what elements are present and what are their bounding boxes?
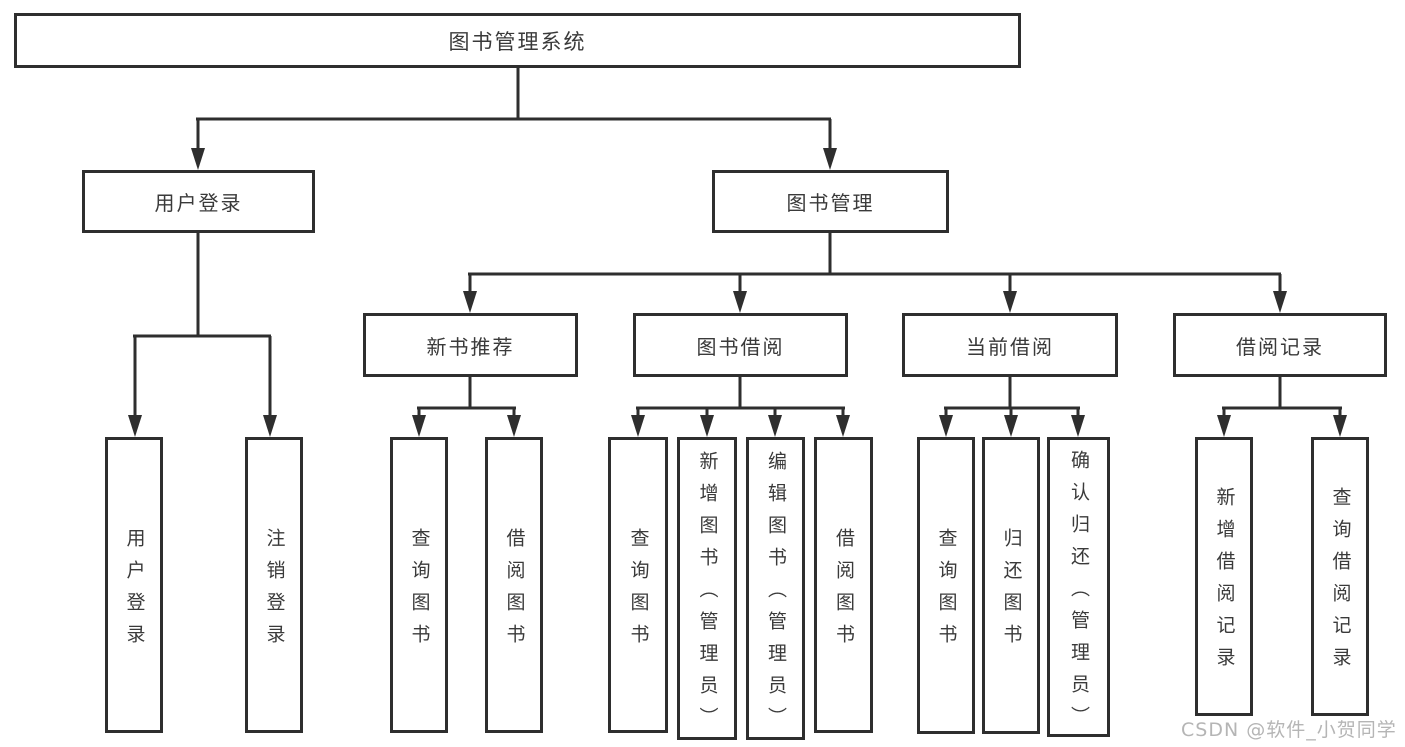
leaf-borrow-books: 借阅图书 — [814, 437, 873, 733]
leaf-edit-books-admin: 编辑图书（管理员） — [746, 437, 805, 740]
leaf-confirm-return-admin: 确认归还（管理员） — [1047, 437, 1110, 738]
leaf-query-books-current: 查询图书 — [917, 437, 975, 734]
leaf-query-books-borrow-label: 查询图书 — [627, 527, 650, 656]
leaf-query-books-recommend-label: 查询图书 — [408, 527, 431, 656]
leaf-query-borrow-record: 查询借阅记录 — [1311, 437, 1369, 716]
leaf-add-borrow-record: 新增借阅记录 — [1195, 437, 1253, 716]
csdn-watermark: CSDN @软件_小贺同学 — [1181, 719, 1397, 741]
leaf-logout-label: 注销登录 — [263, 527, 286, 656]
node-user-login-label: 用户登录 — [154, 191, 243, 215]
leaf-add-books-admin-label: 新增图书（管理员） — [696, 451, 719, 739]
node-new-book-recommend: 新书推荐 — [363, 313, 578, 377]
leaf-logout: 注销登录 — [245, 437, 303, 733]
node-new-book-recommend-label: 新书推荐 — [426, 334, 515, 359]
leaf-query-books-current-label: 查询图书 — [935, 528, 958, 656]
leaf-query-books-borrow: 查询图书 — [608, 437, 668, 733]
leaf-borrow-books-recommend-label: 借阅图书 — [503, 527, 526, 656]
root-node-library-management-system: 图书管理系统 — [14, 13, 1021, 68]
leaf-query-books-recommend: 查询图书 — [390, 437, 448, 733]
node-book-borrow: 图书借阅 — [633, 313, 848, 377]
leaf-confirm-return-admin-label: 确认归还（管理员） — [1068, 449, 1090, 738]
leaf-return-books: 归还图书 — [982, 437, 1040, 734]
leaf-user-login-label: 用户登录 — [123, 527, 146, 656]
leaf-add-books-admin: 新增图书（管理员） — [677, 437, 737, 740]
node-user-login: 用户登录 — [82, 170, 315, 233]
node-book-management: 图书管理 — [712, 170, 949, 233]
leaf-edit-books-admin-label: 编辑图书（管理员） — [765, 451, 787, 739]
node-book-borrow-label: 图书借阅 — [696, 334, 785, 359]
leaf-borrow-books-recommend: 借阅图书 — [485, 437, 543, 733]
leaf-add-borrow-record-label: 新增借阅记录 — [1213, 487, 1236, 679]
leaf-borrow-books-label: 借阅图书 — [833, 527, 855, 656]
node-book-management-label: 图书管理 — [786, 191, 875, 215]
node-borrow-records-label: 借阅记录 — [1236, 334, 1324, 359]
node-current-borrow: 当前借阅 — [902, 313, 1118, 377]
root-node-label: 图书管理系统 — [448, 29, 587, 54]
node-current-borrow-label: 当前借阅 — [966, 334, 1054, 359]
leaf-return-books-label: 归还图书 — [1000, 528, 1023, 656]
node-borrow-records: 借阅记录 — [1173, 313, 1387, 377]
leaf-query-borrow-record-label: 查询借阅记录 — [1329, 487, 1352, 679]
leaf-user-login: 用户登录 — [105, 437, 163, 733]
